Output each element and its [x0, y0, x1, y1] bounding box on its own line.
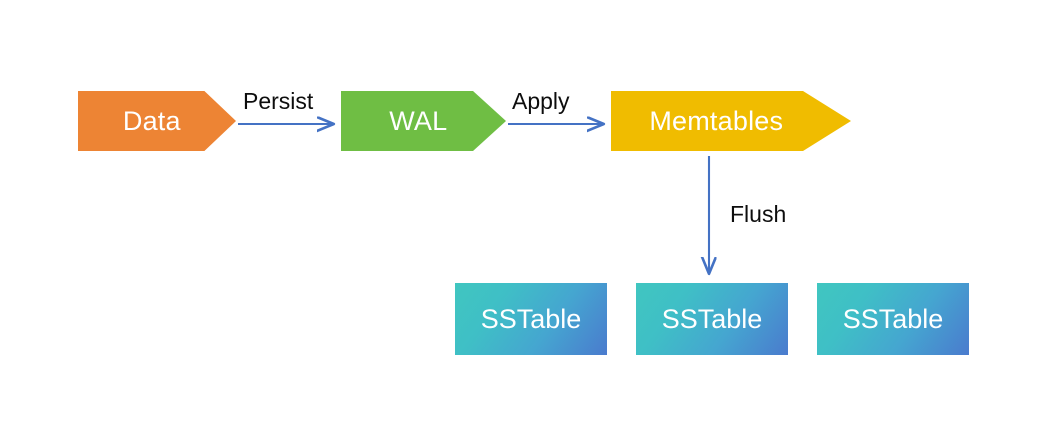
- node-memtables-label: Memtables: [649, 105, 784, 136]
- node-data[interactable]: Data: [78, 91, 236, 151]
- node-sstable-3-label: SSTable: [842, 303, 944, 334]
- node-wal[interactable]: WAL: [341, 91, 506, 151]
- node-memtables[interactable]: Memtables: [611, 91, 851, 151]
- node-sstable-1[interactable]: SSTable: [455, 283, 607, 355]
- node-data-label: Data: [122, 105, 181, 136]
- node-sstable-2[interactable]: SSTable: [636, 283, 788, 355]
- edge-label-persist: Persist: [243, 88, 314, 114]
- node-sstable-2-label: SSTable: [661, 303, 763, 334]
- node-sstable-3[interactable]: SSTable: [817, 283, 969, 355]
- edge-label-apply: Apply: [512, 88, 570, 114]
- edge-label-flush: Flush: [730, 201, 787, 227]
- node-sstable-1-label: SSTable: [480, 303, 582, 334]
- node-wal-label: WAL: [389, 105, 448, 136]
